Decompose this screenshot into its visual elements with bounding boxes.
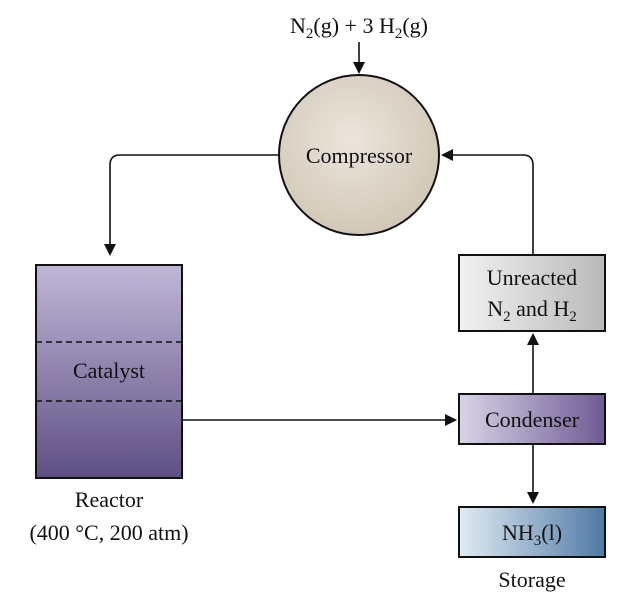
condenser-box: [458, 393, 606, 445]
unreacted-gases-box: [458, 254, 606, 332]
ammonia-formula: NH3(l): [502, 520, 562, 549]
unreacted-line1: Unreacted: [487, 265, 577, 290]
catalyst-label: Catalyst: [73, 358, 145, 383]
reactor-name: Reactor: [75, 487, 144, 512]
compressor-to-reactor-arrow: [104, 154, 279, 256]
condenser-label: Condenser: [485, 407, 580, 432]
compressor-label: Compressor: [306, 143, 413, 168]
unreacted-line2: N2 and H2: [487, 296, 577, 325]
reactor-vessel: [35, 264, 183, 479]
storage-label: Storage: [498, 567, 565, 592]
ammonia-storage-box: [458, 506, 606, 558]
reactor-conditions: (400 °C, 200 atm): [29, 520, 188, 545]
feed-gas-label: N2(g) + 3 H2(g): [290, 13, 428, 42]
recycle-arrow: [441, 149, 534, 255]
